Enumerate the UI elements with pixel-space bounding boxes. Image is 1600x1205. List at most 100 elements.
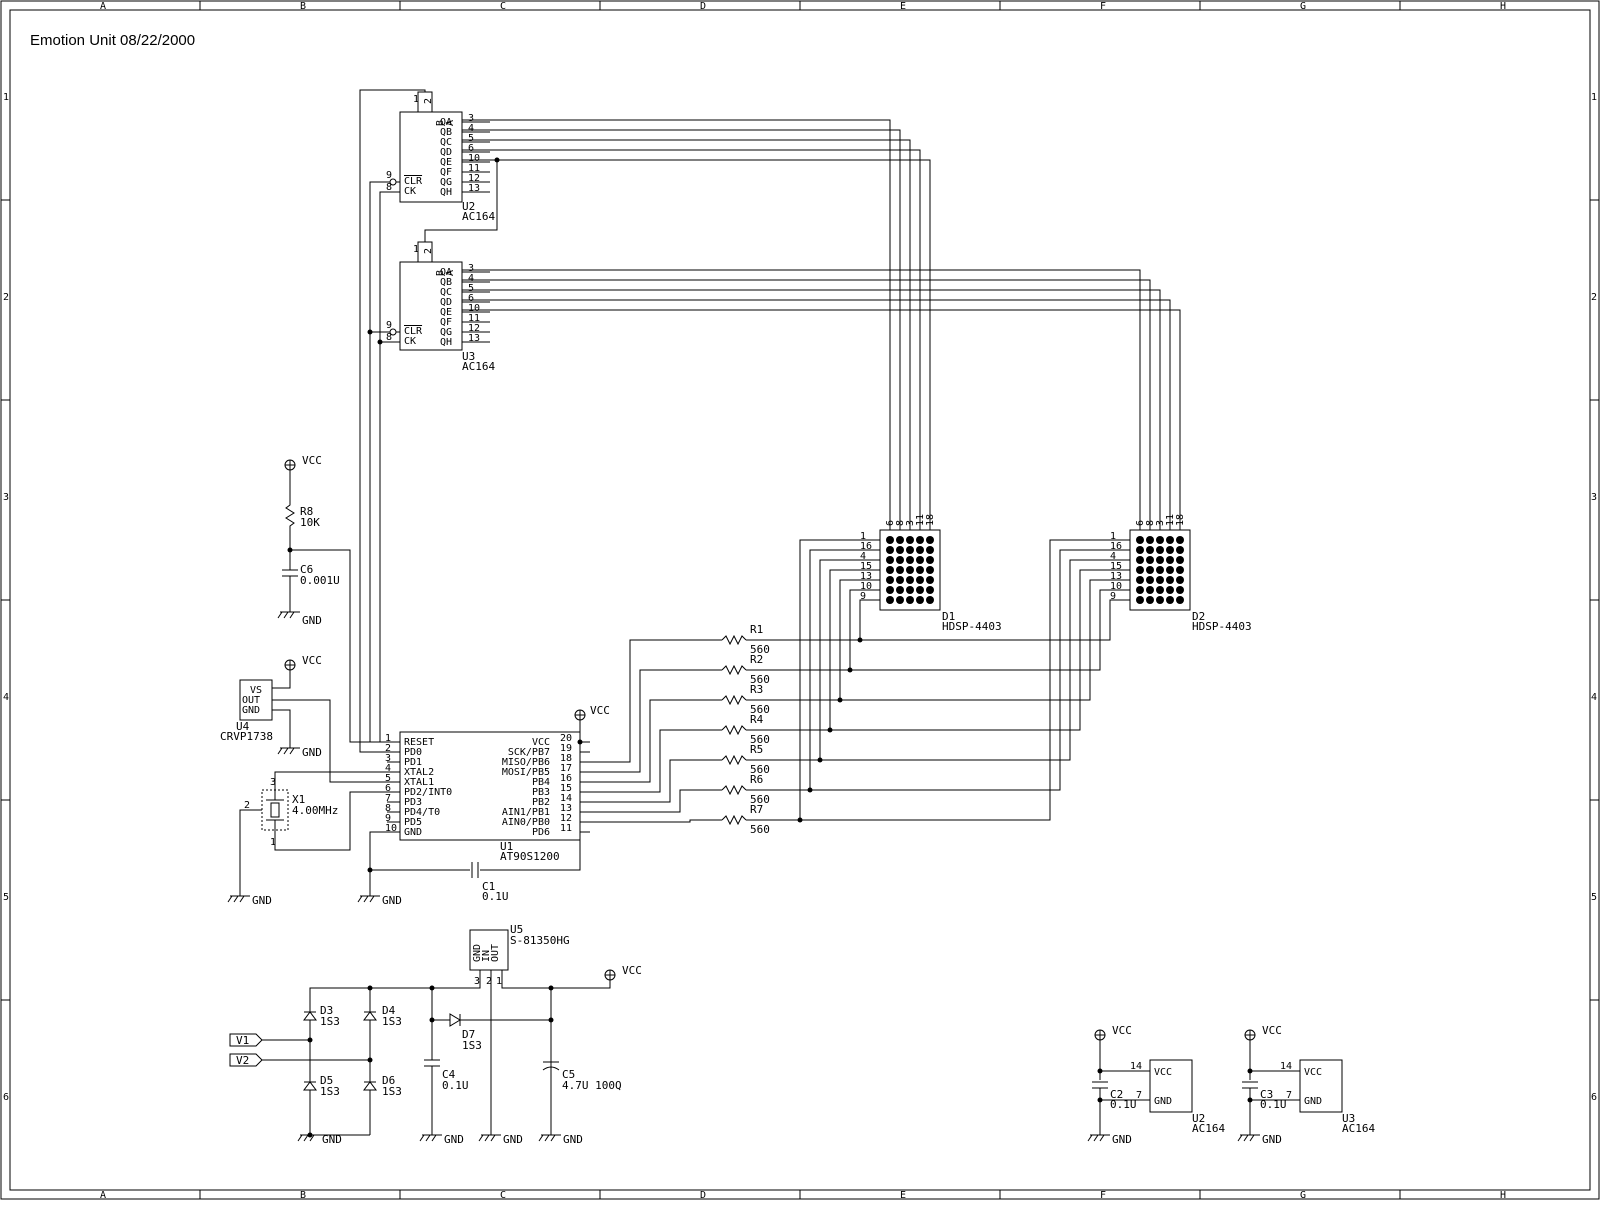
resistor-symbol: [721, 634, 747, 646]
col-label: C: [500, 1190, 506, 1200]
svg-text:9: 9: [386, 170, 392, 181]
mcu-pin-label: GND: [404, 827, 422, 838]
led-dot: [926, 536, 934, 544]
sr-output-pin: 11: [468, 313, 480, 324]
display-row-pin: 13: [860, 571, 872, 582]
svg-text:2: 2: [486, 976, 492, 987]
svg-text:1S3: 1S3: [462, 1039, 482, 1052]
sr-output-label: QD: [440, 147, 452, 158]
sr-output-pin: 4: [468, 123, 474, 134]
svg-text:GND: GND: [302, 614, 322, 627]
led-dot: [916, 566, 924, 574]
mcu-pin-label: PB3: [532, 787, 550, 798]
gnd-label: GND: [503, 1133, 523, 1146]
mcu-pin-label: AIN1/PB1: [502, 807, 550, 818]
led-dot: [1156, 586, 1164, 594]
svg-text:3: 3: [270, 777, 276, 788]
regulator-u5: U5 S-81350HG OUT IN GND 3 2 1: [469, 923, 570, 987]
led-dot: [896, 576, 904, 584]
resistor-symbol: [721, 784, 747, 796]
led-dot: [926, 566, 934, 574]
input-v1: V1: [236, 1034, 249, 1047]
led-dot: [1166, 546, 1174, 554]
sr-output-pin: 10: [468, 303, 480, 314]
resistor-ref: R3: [750, 683, 763, 696]
sr-output-label: QD: [440, 297, 452, 308]
svg-text:X1: X1: [292, 793, 305, 806]
svg-text:IN: IN: [481, 950, 492, 962]
led-dot: [1156, 536, 1164, 544]
led-dot: [896, 556, 904, 564]
col-label: E: [900, 1, 906, 12]
display-top-pin: 18: [1175, 514, 1186, 526]
resistor-ref: R7: [750, 803, 763, 816]
svg-text:CK: CK: [404, 186, 416, 197]
mcu-pin-label: PB4: [532, 777, 550, 788]
svg-text:3: 3: [474, 976, 480, 987]
chip-vcc-pin: 14: [1130, 1061, 1142, 1072]
chip-gnd-label: GND: [1304, 1096, 1322, 1107]
svg-text:U4: U4: [236, 720, 250, 733]
led-dot: [926, 596, 934, 604]
sr-output-pin: 3: [468, 263, 474, 274]
chip-gnd-pin: 7: [1286, 1090, 1292, 1101]
svg-text:8: 8: [386, 332, 392, 343]
col-label: F: [1100, 1190, 1106, 1200]
col-label: B: [300, 1190, 306, 1200]
display-top-pin: 11: [1165, 514, 1176, 526]
svg-text:4.7U 100Q: 4.7U 100Q: [562, 1079, 622, 1092]
mcu-pin-label: XTAL2: [404, 767, 434, 778]
crystal-x1: 3 2 1 X1 4.00MHz GND: [227, 771, 400, 907]
led-dot: [1136, 546, 1144, 554]
svg-text:C1: C1: [482, 880, 495, 893]
resistor-value: 560: [750, 733, 770, 746]
display-top-pin: 3: [1155, 520, 1166, 526]
mcu-pin-label: PD2/INT0: [404, 787, 452, 798]
chip-ref: U2: [1192, 1112, 1205, 1125]
sr-output-pin: 5: [468, 283, 474, 294]
sr-output-label: QA: [440, 117, 452, 128]
svg-text:C6: C6: [300, 563, 313, 576]
svg-text:C4: C4: [442, 1068, 456, 1081]
led-dot: [896, 536, 904, 544]
reset-circuit: VCC R8 10K C6 0.001U GND: [277, 454, 400, 743]
svg-text:1: 1: [413, 94, 419, 105]
row-label: 2: [1591, 292, 1597, 303]
sr-output-pin: 4: [468, 273, 474, 284]
led-dot: [886, 576, 894, 584]
sr-output-label: QH: [440, 337, 452, 348]
led-dot: [916, 596, 924, 604]
led-dot: [916, 536, 924, 544]
sr-output-pin: 6: [468, 143, 474, 154]
decoupling-chip: [1299, 1059, 1343, 1113]
sr-output-label: QG: [440, 177, 452, 188]
cap-ref: C3: [1260, 1088, 1273, 1101]
sr-output-label: QF: [440, 167, 452, 178]
resistor-value: 560: [750, 763, 770, 776]
display-row-pin: 4: [860, 551, 866, 562]
svg-text:0.1U: 0.1U: [482, 890, 509, 903]
row-label: 3: [3, 492, 9, 503]
svg-text:1S3: 1S3: [320, 1015, 340, 1028]
mcu-pin-number: 15: [560, 783, 572, 794]
mcu-pin-number: 3: [385, 753, 391, 764]
row-label: 6: [3, 1092, 9, 1103]
cap-ref: C2: [1110, 1088, 1123, 1101]
resistor-value: 560: [750, 823, 770, 836]
svg-text:A: A: [445, 270, 456, 276]
led-dot: [926, 556, 934, 564]
led-dot: [1166, 536, 1174, 544]
mcu-pin-label: PD6: [532, 827, 550, 838]
row-label: 1: [3, 92, 9, 103]
chip-part: AC164: [1192, 1122, 1225, 1135]
row-label: 2: [3, 292, 9, 303]
mcu-pin-label: MISO/PB6: [502, 757, 550, 768]
vcc-label: VCC: [1112, 1024, 1132, 1037]
led-dot: [896, 546, 904, 554]
svg-text:HDSP-4403: HDSP-4403: [1192, 620, 1252, 633]
svg-text:B: B: [435, 270, 446, 276]
mcu-pin-number: 16: [560, 773, 572, 784]
ground-symbol: GND: [357, 880, 402, 907]
